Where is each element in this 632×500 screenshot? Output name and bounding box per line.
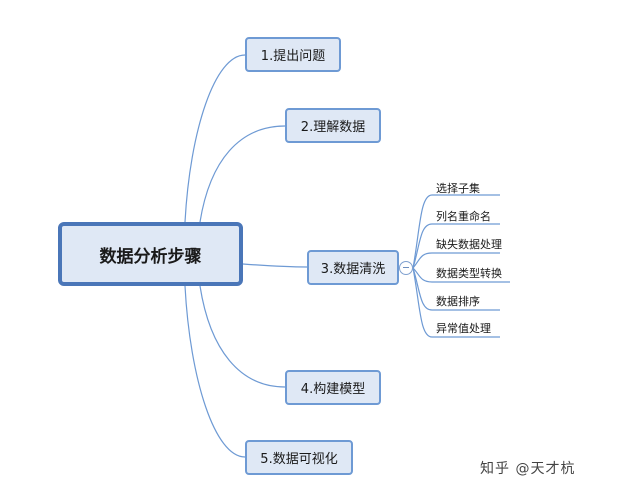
substep-item[interactable]: 数据类型转换	[436, 267, 502, 280]
step-node-4[interactable]: 4.构建模型	[285, 370, 381, 405]
substep-item[interactable]: 列名重命名	[436, 210, 491, 223]
collapse-toggle-icon[interactable]	[399, 261, 413, 275]
connector-sub-6	[412, 267, 500, 338]
step-node-5[interactable]: 5.数据可视化	[245, 440, 353, 475]
step-node-1[interactable]: 1.提出问题	[245, 37, 341, 72]
connector-step-3	[242, 263, 308, 268]
substep-item[interactable]: 数据排序	[436, 295, 480, 308]
connector-step-2	[199, 125, 286, 223]
root-node-label: 数据分析步骤	[99, 246, 202, 267]
step-node-3[interactable]: 3.数据清洗	[307, 250, 399, 285]
step-node-label: 4.构建模型	[300, 382, 366, 397]
step-node-label: 5.数据可视化	[260, 452, 338, 467]
step-node-label: 3.数据清洗	[320, 262, 386, 277]
substep-item[interactable]: 缺失数据处理	[436, 238, 502, 251]
connector-sub-5	[412, 267, 500, 311]
connector-sub-2	[412, 223, 500, 269]
step-node-label: 1.提出问题	[260, 49, 326, 64]
connector-step-5	[184, 285, 246, 458]
connector-step-1	[184, 54, 246, 223]
connector-sub-4	[412, 267, 510, 283]
step-node-2[interactable]: 2.理解数据	[285, 108, 381, 143]
connector-step-4	[199, 285, 286, 388]
step-node-label: 2.理解数据	[300, 120, 366, 135]
connector-sub-1	[412, 194, 500, 269]
watermark: 知乎 @天才杭	[480, 461, 576, 477]
root-node[interactable]: 数据分析步骤	[58, 222, 243, 286]
substep-item[interactable]: 异常值处理	[436, 322, 491, 335]
connector-sub-3	[412, 252, 500, 269]
substep-item[interactable]: 选择子集	[436, 182, 480, 195]
